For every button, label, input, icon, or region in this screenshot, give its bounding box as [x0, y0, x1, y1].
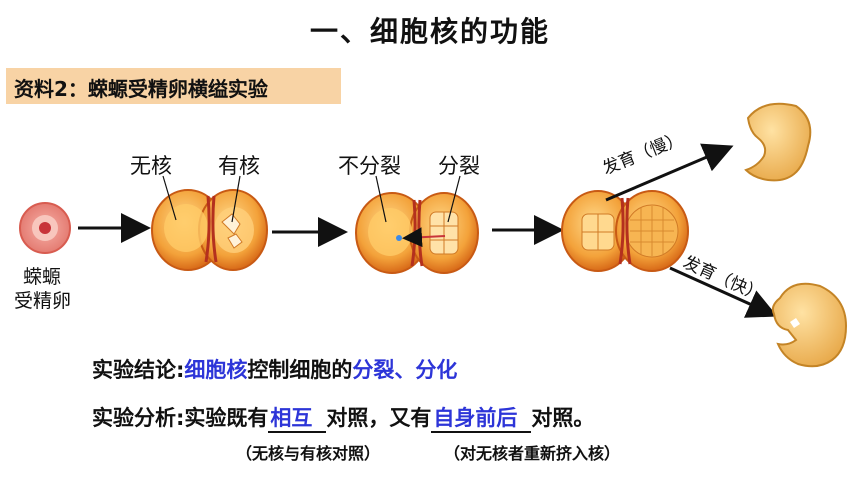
analysis-note1: （无核与有核对照）	[236, 444, 381, 463]
conclusion-label: 实验结论:	[92, 358, 185, 382]
fertilized-egg	[19, 202, 71, 254]
page-title: 一、细胞核的功能	[309, 15, 550, 48]
analysis-blank2: 自身前后	[431, 405, 532, 433]
conclusion-middle: 控制细胞的	[247, 358, 353, 382]
analysis-note2: （对无核者重新挤入核）	[444, 444, 621, 463]
ligated-egg-3	[561, 190, 689, 272]
analysis-blank1: 相互	[268, 405, 327, 433]
pointer-no-nucleus	[162, 175, 177, 221]
egg-label-line2: 受精卵	[14, 290, 72, 312]
conclusion-term: 细胞核	[184, 358, 248, 382]
label-no-nucleus: 无核	[130, 154, 172, 178]
conclusion-row: 实验结论:细胞核控制细胞的分裂、分化	[92, 354, 457, 384]
embryo-fast	[771, 282, 848, 368]
egg-label-line1: 蝾螈	[23, 266, 62, 288]
embryo-slow	[744, 102, 812, 182]
analysis-label: 实验分析:	[92, 406, 185, 430]
label-no-division: 不分裂	[338, 154, 401, 178]
ligated-egg-2	[355, 192, 479, 274]
analysis-row: 实验分析:实验既有相互对照，又有自身前后对照。	[92, 402, 594, 433]
label-with-nucleus: 有核	[218, 154, 260, 178]
analysis-mid: 对照，又有	[326, 406, 432, 430]
pointer-division	[447, 175, 461, 223]
pointer-with-nucleus	[231, 175, 241, 223]
banner-text: 资料2：蝾螈受精卵横缢实验	[14, 77, 268, 101]
analysis-prefix: 实验既有	[184, 406, 269, 430]
arrow-fast	[669, 266, 778, 318]
analysis-suffix: 对照。	[531, 406, 595, 430]
conclusion-result: 分裂、分化	[352, 358, 458, 382]
label-division: 分裂	[438, 154, 480, 178]
ligated-egg-1	[151, 189, 268, 271]
arrow-slow	[605, 143, 734, 202]
section-banner: 资料2：蝾螈受精卵横缢实验	[6, 68, 341, 104]
pointer-no-division	[375, 175, 387, 223]
